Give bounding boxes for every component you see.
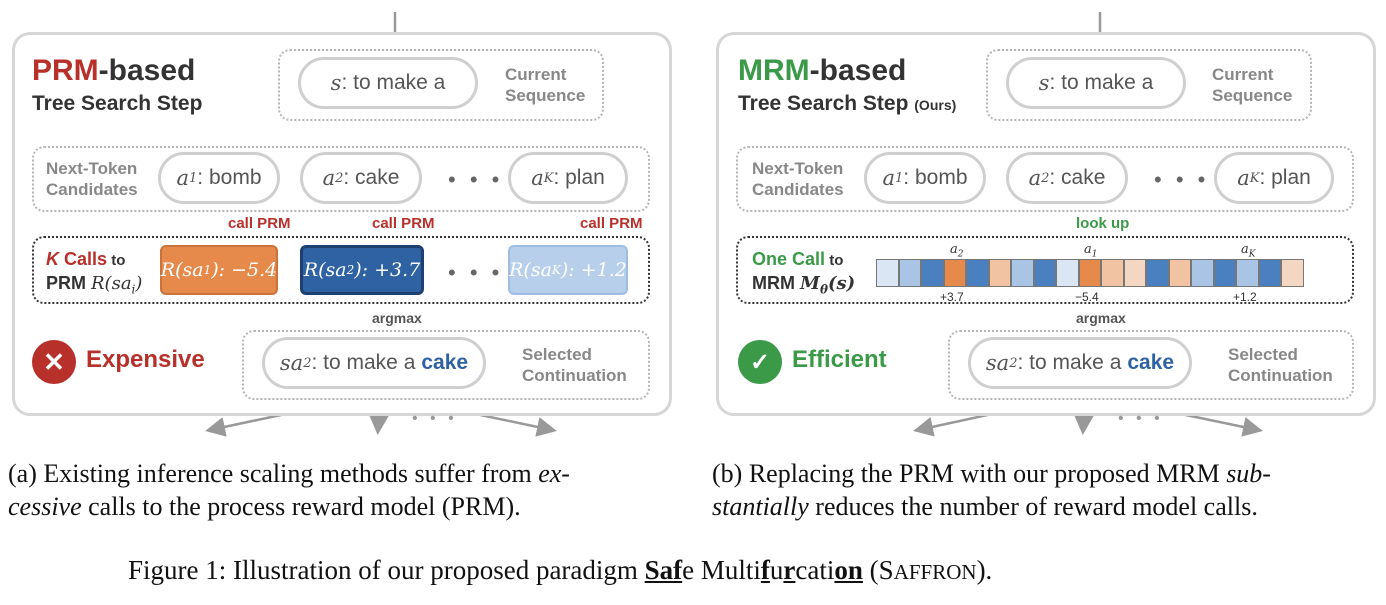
vector-cell: [1101, 259, 1124, 287]
x-icon: ✕: [32, 340, 76, 384]
vector-cell: [1078, 259, 1101, 287]
vector-cell: [988, 259, 1011, 287]
look-up-label: look up: [1076, 215, 1130, 232]
right-argmax-label: argmax: [1076, 310, 1126, 326]
efficient-label: Efficient: [792, 346, 887, 373]
vector-value-ak: +1.2: [1233, 290, 1257, 304]
left-current-box: [278, 49, 604, 121]
figure-caption: Figure 1: Illustration of our proposed p…: [128, 555, 993, 585]
right-candidate-ellipsis: • • •: [1154, 167, 1210, 192]
right-subtitle: Tree Search Step (Ours): [738, 92, 957, 115]
vector-cell: [943, 259, 966, 287]
left-argmax-label: argmax: [372, 310, 422, 326]
vector-cell: [876, 259, 899, 287]
left-candidate-ellipsis: • • •: [448, 167, 504, 192]
call-prm-label-2: call PRM: [372, 215, 435, 232]
expensive-label: Expensive: [86, 346, 205, 373]
right-current-box: [986, 49, 1312, 121]
caption-b: (b) Replacing the PRM with our proposed …: [712, 459, 1271, 521]
left-bottom-ellipsis: • • •: [412, 410, 458, 427]
vector-cell: [1191, 259, 1214, 287]
right-bottom-ellipsis: • • •: [1118, 410, 1164, 427]
vector-cell: [1146, 259, 1169, 287]
vector-cell: [1033, 259, 1056, 287]
vector-cell: [1281, 259, 1304, 287]
right-candidates-box: [736, 146, 1354, 212]
caption-a: (a) Existing inference scaling methods s…: [8, 459, 570, 521]
check-icon: ✓: [738, 340, 782, 384]
vector-label-ak: aK: [1241, 242, 1256, 260]
left-candidates-box: [32, 146, 650, 212]
vector-label-a2: a2: [950, 242, 964, 260]
vector-cell: [966, 259, 989, 287]
vector-cell: [1258, 259, 1281, 287]
vector-cell: [1213, 259, 1236, 287]
call-prm-label-1: call PRM: [228, 215, 291, 232]
vector-cell: [1056, 259, 1079, 287]
left-current-seq: s: to make a: [298, 57, 478, 109]
vector-label-a1: a1: [1084, 242, 1098, 260]
k-calls-label: K Calls to PRM R(sai): [46, 249, 143, 297]
left-title: PRM-based: [32, 54, 196, 87]
vector-cell: [1011, 259, 1034, 287]
right-calls-box: [736, 236, 1354, 304]
one-call-label: One Call to MRM Mθ(s): [752, 249, 856, 297]
vector-cell: [1123, 259, 1146, 287]
vector-cell: [921, 259, 944, 287]
left-selected-box: [242, 330, 650, 400]
vector-cell: [898, 259, 921, 287]
vector-cell: [1168, 259, 1191, 287]
vector-value-a2: +3.7: [940, 290, 964, 304]
left-subtitle: Tree Search Step: [32, 92, 203, 115]
vector-cell: [1236, 259, 1259, 287]
vector-value-a1: −5.4: [1075, 290, 1099, 304]
right-current-seq: s: to make a: [1006, 57, 1186, 109]
call-prm-label-k: call PRM: [580, 215, 643, 232]
right-title: MRM-based: [738, 54, 907, 87]
reward-ellipsis: • • •: [448, 260, 504, 285]
right-selected-box: [948, 330, 1354, 400]
left-calls-box: [32, 236, 650, 304]
